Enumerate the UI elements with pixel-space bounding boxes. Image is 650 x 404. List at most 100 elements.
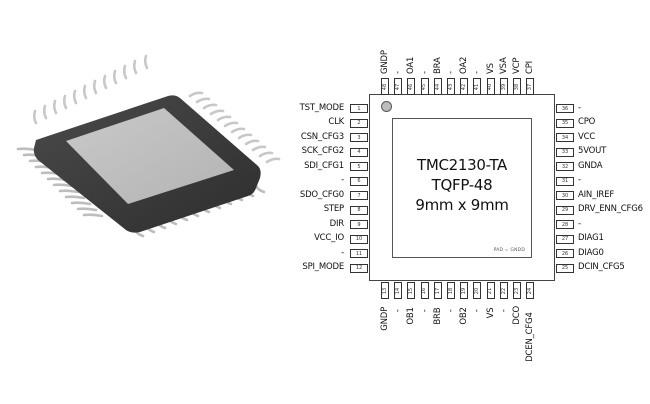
pin-box-23: 23 [513,282,521,299]
pin-box-35: 35 [556,118,574,128]
pin-box-31: 31 [556,176,574,186]
pin-number: 23 [514,287,520,294]
pin1-marker-dot [381,101,392,112]
pin-label-43: - [446,71,456,74]
pin-box-43: 43 [447,78,455,95]
pin-number: 19 [461,287,468,294]
pin-label-40: VS [485,63,496,74]
pin-number: 43 [448,83,454,90]
pin-box-40: 40 [486,78,495,95]
pin-box-22: 22 [499,282,508,299]
package-dimensions: 9mm x 9mm [415,196,509,214]
pin-box-3: 3 [350,133,368,142]
pin-label-4: SCK_CFG2 [301,146,345,156]
pin-label-22: - [498,309,509,313]
pin-label-39: VSA [498,57,509,74]
pin-box-27: 27 [556,234,574,244]
pin-label-29: DRV_ENN_CFG6 [578,204,643,214]
pad-note: PAD = GNDD [493,248,525,253]
pin-label-46: OA1 [406,56,417,74]
pin-box-47: 47 [394,78,403,95]
pin-box-6: 6 [350,176,368,186]
pin-label-32: GNDA [578,160,603,171]
pin-label-27: DIAG1 [578,233,604,243]
pin-label-37: CPI [525,61,536,74]
pin-box-39: 39 [499,78,508,95]
pin-label-5: SDI_CFG1 [304,160,344,171]
pin-number: 15 [408,287,415,294]
pin-box-12: 12 [350,263,368,273]
pin-number: 48 [382,83,388,90]
pin-label-35: CPO [578,117,596,127]
pin-label-17: BRB [432,307,443,325]
chip-top-face [66,108,234,204]
die-area: TMC2130-TA TQFP-48 9mm x 9mm PAD = GNDD [392,118,532,258]
pin-box-17: 17 [433,282,442,299]
pin-number: 13 [382,287,388,294]
pin-label-24: DCEN_CFG4 [525,312,536,362]
pin-number: 21 [487,287,494,294]
pin-box-44: 44 [433,78,442,95]
pin-label-13: GNDP [380,306,390,331]
pin-box-45: 45 [420,78,429,95]
pin-number: 38 [514,83,520,90]
pin-label-33: 5VOUT [578,146,607,156]
pin-label-15: OB1 [406,307,417,325]
leads-top-left [32,54,149,125]
pin-label-3: CSN_CFG3 [300,131,344,142]
pin-number: 37 [527,83,534,90]
pin-label-9: DIR [329,218,345,229]
pin-number: 47 [395,83,402,90]
pin-box-8: 8 [350,205,368,215]
pin-label-38: VCP [512,57,522,74]
pin-label-25: DCIN_CFG5 [578,262,625,272]
pin-box-10: 10 [350,234,368,244]
pin-box-34: 34 [556,133,574,142]
pin-label-47: - [393,71,404,74]
pin-number: 20 [474,287,481,294]
pin-box-26: 26 [556,249,574,258]
pin-label-19: OB2 [459,307,470,325]
pin-number: 45 [421,83,428,90]
pin-box-20: 20 [473,282,482,299]
pin-box-14: 14 [394,282,403,299]
pin-box-41: 41 [473,78,482,95]
pin-box-18: 18 [447,282,455,299]
pin-box-38: 38 [513,78,521,95]
pin-label-44: BRA [432,57,443,74]
pin-number: 14 [395,287,402,294]
pin-box-42: 42 [460,78,469,95]
pin-label-45: - [419,71,430,74]
pin-number: 44 [434,83,441,90]
pin-box-36: 36 [556,104,574,113]
pin-box-48: 48 [381,78,389,95]
pin-label-10: VCC_IO [314,233,344,243]
pin-box-1: 1 [350,104,368,113]
pin-label-1: TST_MODE [299,102,345,113]
pin-number: 18 [448,287,454,294]
pin-label-2: CLK [328,117,344,127]
pinout-diagram: TMC2130-TA TQFP-48 9mm x 9mm PAD = GNDD … [290,40,650,380]
pin-label-6: - [341,175,344,185]
pin-box-9: 9 [350,220,368,229]
pin-label-26: DIAG0 [578,247,604,258]
pin-box-28: 28 [556,220,574,229]
pin-label-8: STEP [323,204,344,214]
part-number: TMC2130-TA [416,156,508,174]
pin-label-20: - [472,309,483,313]
pin-box-19: 19 [460,282,469,299]
pin-box-29: 29 [556,205,574,215]
pin-box-33: 33 [556,147,574,157]
pin-number: 46 [408,83,415,90]
pin-number: 24 [527,287,534,294]
pin-box-11: 11 [350,249,368,258]
pin-label-48: GNDP [380,50,390,74]
pin-label-18: - [446,309,456,313]
pin-number: 17 [434,287,441,294]
pin-box-7: 7 [350,191,368,200]
pin-number: 40 [487,83,494,90]
pin-label-7: SDO_CFG0 [299,189,344,200]
pin-box-2: 2 [350,118,368,128]
pin-label-28: - [578,218,581,229]
pin-label-34: VCC [578,131,596,142]
